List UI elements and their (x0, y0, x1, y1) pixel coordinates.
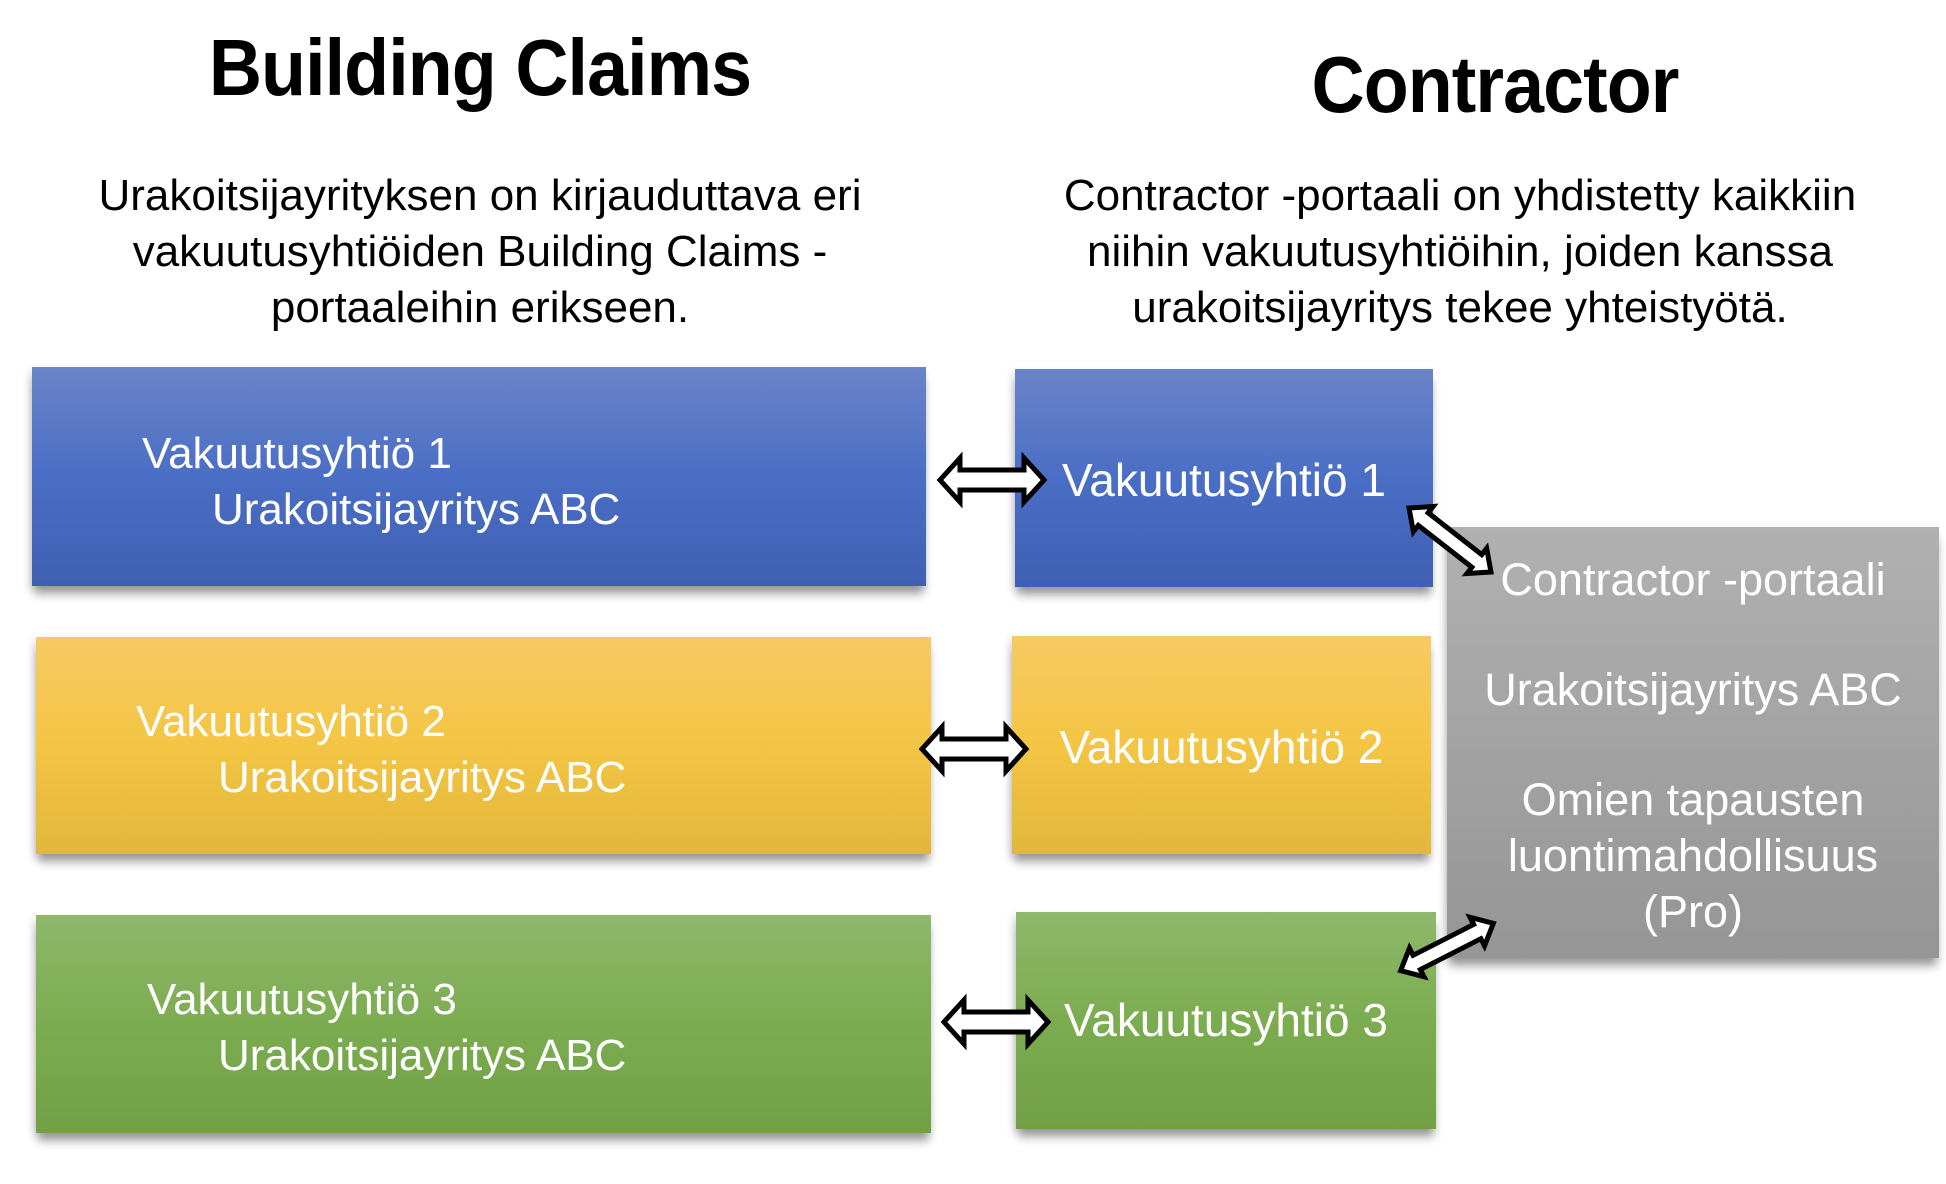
double-arrow-icon (936, 451, 1048, 509)
portal-name: Contractor -portaali (1500, 554, 1886, 605)
contractor-insurer-box-1: Vakuutusyhtiö 1 (1015, 369, 1433, 587)
contractor-label: Urakoitsijayritys ABC (218, 1031, 627, 1080)
building-claims-box-insurer-1: Vakuutusyhtiö 1 Urakoitsijayritys ABC (32, 367, 926, 586)
contractor-title: Contractor (1311, 40, 1680, 129)
contractor-label: Urakoitsijayritys ABC (218, 753, 627, 802)
portal-contractor: Urakoitsijayritys ABC (1484, 664, 1902, 715)
diagonal-double-arrow-icon (1406, 503, 1494, 577)
building-claims-title: Building Claims (208, 23, 752, 112)
double-arrow-icon (918, 720, 1030, 778)
contractor-label: Urakoitsijayritys ABC (212, 485, 621, 534)
contractor-description: Contractor -portaali on yhdistetty kaikk… (1010, 168, 1910, 336)
description-line: Urakoitsijayrityksen on kirjauduttava er… (98, 171, 862, 220)
description-line: Contractor -portaali on yhdistetty kaikk… (1063, 171, 1857, 220)
description-line: portaaleihin erikseen. (270, 283, 690, 332)
contractor-insurer-box-2: Vakuutusyhtiö 2 (1012, 636, 1431, 854)
description-line: niihin vakuutusyhtiöihin, joiden kanssa (1086, 227, 1834, 276)
portal-feature-line: (Pro) (1643, 886, 1743, 937)
double-arrow-icon (940, 993, 1052, 1051)
building-claims-box-insurer-3: Vakuutusyhtiö 3 Urakoitsijayritys ABC (36, 915, 931, 1133)
building-claims-box-insurer-2: Vakuutusyhtiö 2 Urakoitsijayritys ABC (36, 637, 931, 854)
insurer-label: Vakuutusyhtiö 2 (1059, 721, 1384, 773)
insurer-label: Vakuutusyhtiö 3 (147, 975, 457, 1024)
insurer-label: Vakuutusyhtiö 2 (136, 697, 446, 746)
portal-feature-line: luontimahdollisuus (1507, 830, 1879, 881)
building-claims-description: Urakoitsijayrityksen on kirjauduttava er… (40, 168, 920, 336)
diagonal-double-arrow-icon (1397, 913, 1497, 981)
contractor-portal-box: Contractor -portaali Urakoitsijayritys A… (1447, 527, 1939, 958)
insurer-label: Vakuutusyhtiö 3 (1064, 994, 1388, 1046)
insurer-label: Vakuutusyhtiö 1 (1062, 454, 1386, 506)
contractor-insurer-box-3: Vakuutusyhtiö 3 (1016, 912, 1436, 1129)
insurer-label: Vakuutusyhtiö 1 (142, 429, 452, 478)
portal-feature-line: Omien tapausten (1521, 774, 1865, 825)
description-line: urakoitsijayritys tekee yhteistyötä. (1132, 283, 1788, 332)
description-line: vakuutusyhtiöiden Building Claims - (132, 227, 828, 276)
